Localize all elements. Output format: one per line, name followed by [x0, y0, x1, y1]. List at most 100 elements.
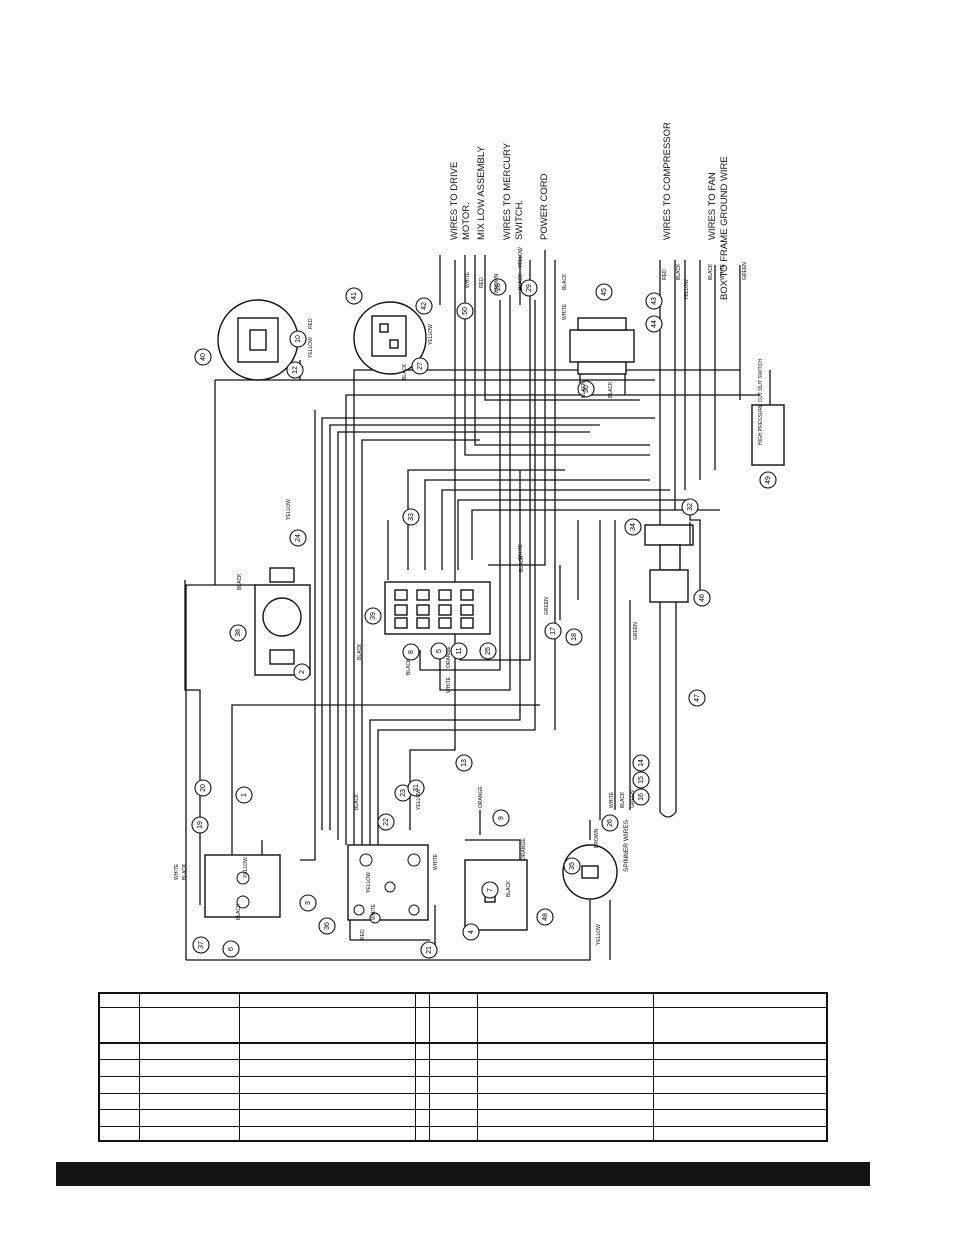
wire-label: WHITE: [446, 676, 452, 693]
legend-cell: [428, 1075, 478, 1094]
wire-label: BLACK: [708, 263, 714, 280]
callout-label: 7: [487, 888, 494, 892]
legend-row: [98, 992, 828, 1009]
wire-label: BLACK: [182, 863, 188, 880]
callout-label: 27: [417, 362, 424, 370]
callout-label: 6: [228, 947, 235, 951]
callout-label: 2: [299, 670, 306, 674]
legend-cell: [428, 1109, 478, 1127]
wire-label: WHITE: [609, 791, 615, 808]
legend-cell: [652, 1007, 828, 1045]
wire-label: YELLOW: [596, 924, 602, 945]
switch-41: [353, 301, 427, 375]
callout-38: 38: [229, 624, 247, 642]
relay-37: [204, 854, 281, 918]
callout-label: 43: [651, 297, 658, 305]
callout-41: 41: [345, 287, 363, 305]
note-spinner-wires: SPINNER WIRES: [623, 819, 630, 872]
wire-label: RED: [360, 929, 366, 940]
notes: WIRES TO DRIVE MOTOR. MIX LOW ASSEMBLY W…: [449, 122, 730, 872]
legend-cell: [238, 1075, 416, 1094]
callout-8: 8: [402, 643, 420, 661]
legend-cell: [98, 1042, 140, 1061]
callout-label: 34: [630, 523, 637, 531]
legend-cell: [476, 1007, 654, 1045]
legend-cell: [238, 1125, 416, 1142]
callout-label: 32: [687, 503, 694, 511]
callout-label: 42: [421, 302, 428, 310]
wire-label: GREEN: [630, 790, 636, 808]
callout-label: 21: [426, 946, 433, 954]
callout-9: 9: [492, 809, 510, 827]
callout-label: 30: [583, 385, 590, 393]
legend-cell: [476, 992, 654, 1009]
legend-cell: [414, 992, 430, 1009]
legend-cell: [476, 1109, 654, 1127]
wire-label: BLACK: [562, 273, 568, 290]
wiring-diagram: HIGH PRESSURE CUT OUT SWITCH: [174, 122, 785, 961]
wire-label: BROWN: [594, 828, 600, 848]
legend-cell: [98, 1092, 140, 1111]
lamp-35: [562, 844, 618, 900]
callout-label: 15: [638, 776, 645, 784]
legend-cell: [428, 992, 478, 1009]
wire-label: BLACK: [406, 658, 412, 675]
legend-cell: [652, 1109, 828, 1127]
callout-label: 11: [456, 647, 463, 654]
callout-label: 40: [200, 353, 207, 361]
callout-30: 30: [577, 380, 595, 398]
callout-31: 31: [407, 779, 425, 797]
wire-label: RED: [308, 318, 314, 329]
wire-label: WHITE: [371, 903, 377, 920]
callout-39: 39: [364, 607, 382, 625]
callout-10: 10: [289, 330, 307, 348]
switch-40: [217, 299, 299, 381]
legend-cell: [428, 1092, 478, 1111]
legend-cell: [652, 1125, 828, 1142]
callout-label: 29: [526, 284, 533, 292]
callout-label: 10: [295, 335, 302, 343]
callout-40: 40: [194, 348, 212, 366]
callout-label: 16: [638, 793, 645, 801]
callout-label: 19: [197, 821, 204, 829]
callout-label: 47: [694, 694, 701, 702]
callout-label: 12: [292, 366, 299, 374]
legend-cell: [476, 1075, 654, 1094]
wire-label: WHITE: [433, 853, 439, 870]
note-drive-motor: WIRES TO DRIVE: [449, 162, 460, 240]
callout-45: 45: [595, 283, 613, 301]
callout-19: 19: [191, 816, 209, 834]
callout-label: 33: [408, 513, 415, 521]
wire-label: BLACK: [506, 880, 512, 897]
legend-cell: [238, 1007, 416, 1045]
callout-label: 20: [200, 784, 207, 792]
callout-36: 36: [318, 917, 336, 935]
legend-cell: [98, 992, 140, 1009]
note-ground-wire: BOX TO FRAME GROUND WIRE: [719, 156, 730, 300]
callout-46: 46: [693, 589, 711, 607]
wire-label: BLACK: [519, 555, 525, 572]
callout-label: 8: [408, 650, 415, 654]
callout-2: 2: [293, 663, 311, 681]
callout-20: 20: [194, 779, 212, 797]
legend-cell: [138, 992, 240, 1009]
callout-label: 45: [601, 288, 608, 296]
legend-row: [98, 1125, 828, 1142]
legend-cell: [476, 1059, 654, 1077]
callout-11: 11: [450, 642, 468, 660]
callout-label: 25: [485, 647, 492, 655]
callout-label: 24: [295, 534, 302, 542]
callout-25: 25: [479, 642, 497, 660]
callout-5: 5: [430, 642, 448, 660]
callout-26: 26: [601, 814, 619, 832]
callout-27: 27: [411, 357, 429, 375]
callout-label: 46: [699, 594, 706, 602]
legend-cell: [414, 1125, 430, 1142]
legend-cell: [652, 1042, 828, 1061]
callout-48: 48: [536, 908, 554, 926]
legend-cell: [414, 1092, 430, 1111]
legend-cell: [138, 1042, 240, 1061]
callout-35: 35: [563, 857, 581, 875]
pressure-switch-49: HIGH PRESSURE CUT OUT SWITCH: [751, 359, 785, 466]
